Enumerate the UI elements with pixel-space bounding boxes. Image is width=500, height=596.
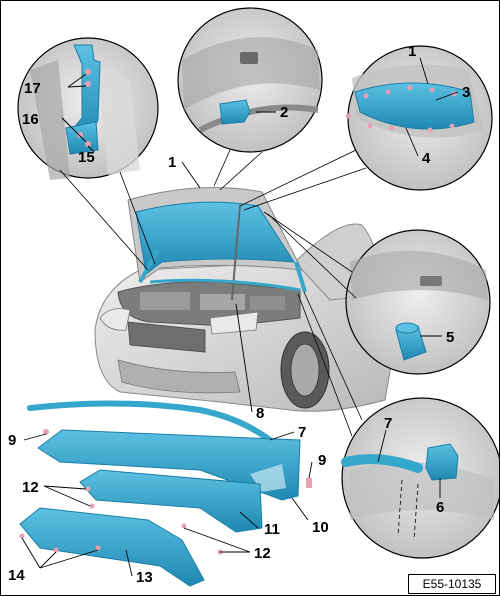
figure-reference: E55-10135 [408,574,496,594]
callout-4: 4 [422,150,431,167]
callout-5: 5 [446,329,454,346]
callout-6: 6 [436,499,444,516]
callout-17: 17 [24,80,41,97]
callout-7-detail: 7 [384,415,392,432]
car-body [94,223,393,412]
detail-buffer-side [345,229,491,375]
leader-lines [21,57,459,577]
callout-9-right: 9 [318,452,326,469]
callout-labels: 17 16 15 1 2 1 3 4 5 7 6 7 8 9 9 10 11 1… [8,43,470,586]
detail-connector-lines [59,149,367,437]
callout-14: 14 [8,567,25,584]
bonnet [127,187,307,301]
callout-16: 16 [22,111,39,128]
callout-15: 15 [78,149,95,166]
callout-2: 2 [280,104,288,121]
callout-7: 7 [298,424,306,441]
callout-12-left: 12 [22,479,39,496]
callout-12-right: 12 [254,545,271,562]
detail-buffer-top [177,7,323,153]
callout-11: 11 [264,521,280,538]
exploded-parts [19,400,312,587]
callout-1-insulation: 1 [408,43,416,60]
callout-8: 8 [256,405,264,422]
callout-13: 13 [136,569,153,586]
callout-3: 3 [462,84,470,101]
callout-9-left: 9 [8,432,16,449]
callout-1-top: 1 [168,154,176,171]
callout-10: 10 [312,519,329,536]
detail-seal [341,397,500,559]
detail-insulation [345,45,493,191]
